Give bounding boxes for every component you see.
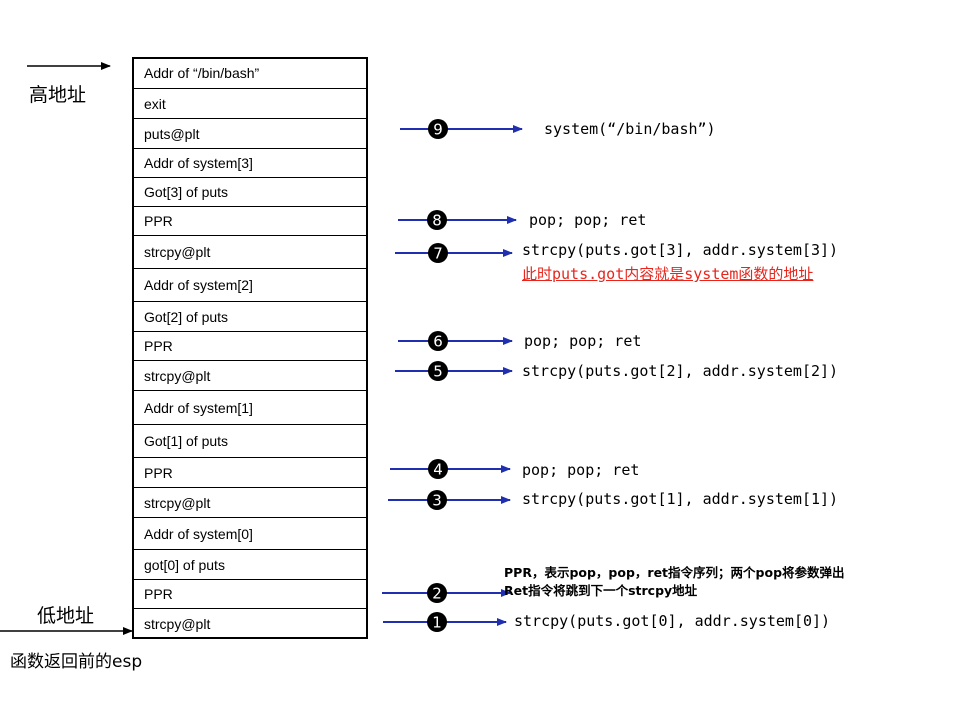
stack-row: exit [134, 88, 366, 118]
step-2-number: 2 [432, 585, 442, 603]
low-address-label: 低地址 [37, 605, 95, 627]
step-2-arrow: 2 [382, 583, 511, 603]
step-9-text: system(“/bin/bash”) [544, 120, 716, 138]
step-5-marker [428, 361, 448, 381]
step-8-number: 8 [432, 212, 442, 230]
step-4-marker [428, 459, 448, 479]
stack-row: strcpy@plt [134, 608, 366, 639]
stack-row: Got[1] of puts [134, 424, 366, 457]
step-6-arrow: 6 [398, 331, 513, 351]
stack-row: strcpy@plt [134, 360, 366, 390]
step-9-arrow: 9 [400, 119, 523, 139]
step-4-arrow: 4 [390, 459, 511, 479]
stack-row: strcpy@plt [134, 235, 366, 268]
stack-row: Addr of system[1] [134, 390, 366, 424]
step-6-number: 6 [433, 333, 443, 351]
step-1-text: strcpy(puts.got[0], addr.system[0]) [514, 612, 831, 630]
stack-row: puts@plt [134, 118, 366, 148]
stack-row: Addr of system[3] [134, 148, 366, 177]
step-5-text: strcpy(puts.got[2], addr.system[2]) [522, 362, 839, 380]
step-2-marker [427, 583, 447, 603]
step-4-text: pop; pop; ret [522, 461, 640, 479]
step-4-number: 4 [433, 461, 443, 479]
stack-row: PPR [134, 457, 366, 487]
ppr-explanation-line1: PPR，表示pop，pop，ret指令序列；两个pop将参数弹出 [504, 565, 845, 580]
stack-row: strcpy@plt [134, 487, 366, 517]
step-8-arrow: 8 [398, 210, 517, 230]
step-5-arrow: 5 [395, 361, 513, 381]
stack-row: PPR [134, 579, 366, 608]
step-5-number: 5 [433, 363, 443, 381]
step-7-text: strcpy(puts.got[3], addr.system[3]) [522, 241, 839, 259]
step-3-marker [427, 490, 447, 510]
stack-row: Addr of system[2] [134, 268, 366, 301]
step-1-arrow: 1 [383, 612, 507, 632]
high-address-label: 高地址 [29, 84, 87, 106]
stack-row: PPR [134, 331, 366, 360]
stack-row: Addr of system[0] [134, 517, 366, 549]
step-9-number: 9 [433, 121, 443, 139]
step-3-arrow: 3 [388, 490, 511, 510]
esp-label: 函数返回前的esp [10, 652, 143, 672]
step-8-marker [427, 210, 447, 230]
ppr-explanation: PPR，表示pop，pop，ret指令序列；两个pop将参数弹出 Ret指令将跳… [504, 564, 845, 600]
step-3-number: 3 [432, 492, 442, 510]
step-3-text: strcpy(puts.got[1], addr.system[1]) [522, 490, 839, 508]
step-7-marker [428, 243, 448, 263]
stack-table: Addr of “/bin/bash” exit puts@plt Addr o… [132, 57, 368, 639]
step-1-marker [427, 612, 447, 632]
step-9-marker [428, 119, 448, 139]
got-overwritten-note: 此时puts.got内容就是system函数的地址 [522, 265, 814, 283]
step-6-marker [428, 331, 448, 351]
stack-row: PPR [134, 206, 366, 235]
step-8-text: pop; pop; ret [529, 211, 647, 229]
step-6-text: pop; pop; ret [524, 332, 642, 350]
step-1-number: 1 [432, 614, 442, 632]
stack-row: Addr of “/bin/bash” [144, 64, 260, 81]
stack-row: Got[2] of puts [134, 301, 366, 331]
step-7-arrow: 7 [395, 243, 513, 263]
stack-row: Got[3] of puts [134, 177, 366, 206]
step-7-number: 7 [433, 245, 443, 263]
stack-row: got[0] of puts [134, 549, 366, 579]
ppr-explanation-line2: Ret指令将跳到下一个strcpy地址 [504, 583, 698, 598]
